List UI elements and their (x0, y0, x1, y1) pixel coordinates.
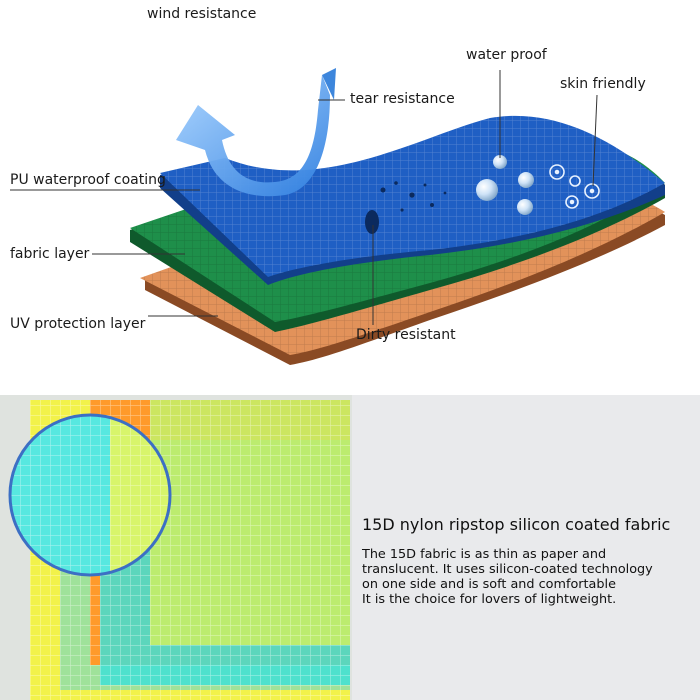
fabric-swatch-photo (0, 395, 352, 700)
water-proof-label: water proof (466, 47, 547, 63)
fabric-layers-illustration (10, 68, 665, 365)
pu-waterproof-coating-label: PU waterproof coating (10, 172, 166, 188)
description-line: translucent. It uses silicon-coated tech… (362, 562, 653, 577)
fabric-title: 15D nylon ripstop silicon coated fabric (362, 515, 671, 534)
wind-resistance-label: wind resistance (147, 6, 257, 22)
layer-diagram-panel: wind resistance tear resistance water pr… (10, 6, 665, 365)
description-line: on one side and is soft and comfortable (362, 577, 616, 592)
description-line: The 15D fabric is as thin as paper and (362, 547, 607, 562)
fabric-photo-panel: 15D nylon ripstop silicon coated fabric … (0, 395, 700, 700)
uv-protection-layer-label: UV protection layer (10, 316, 146, 332)
leader-lines (10, 70, 598, 325)
dirt-splash-icon (365, 181, 447, 234)
wind-arrow-icon (176, 68, 336, 197)
magnifier-circle-icon (8, 413, 172, 577)
breathable-pores-icon (549, 164, 600, 209)
description-line: It is the choice for lovers of lightweig… (362, 592, 617, 607)
dirty-resistant-label: Dirty resistant (356, 327, 456, 343)
water-droplets-icon (476, 155, 534, 215)
fabric-description: The 15D fabric is as thin as paper and t… (362, 547, 692, 607)
fabric-layer-label: fabric layer (10, 246, 90, 262)
tear-resistance-label: tear resistance (350, 91, 455, 107)
skin-friendly-label: skin friendly (560, 76, 646, 92)
